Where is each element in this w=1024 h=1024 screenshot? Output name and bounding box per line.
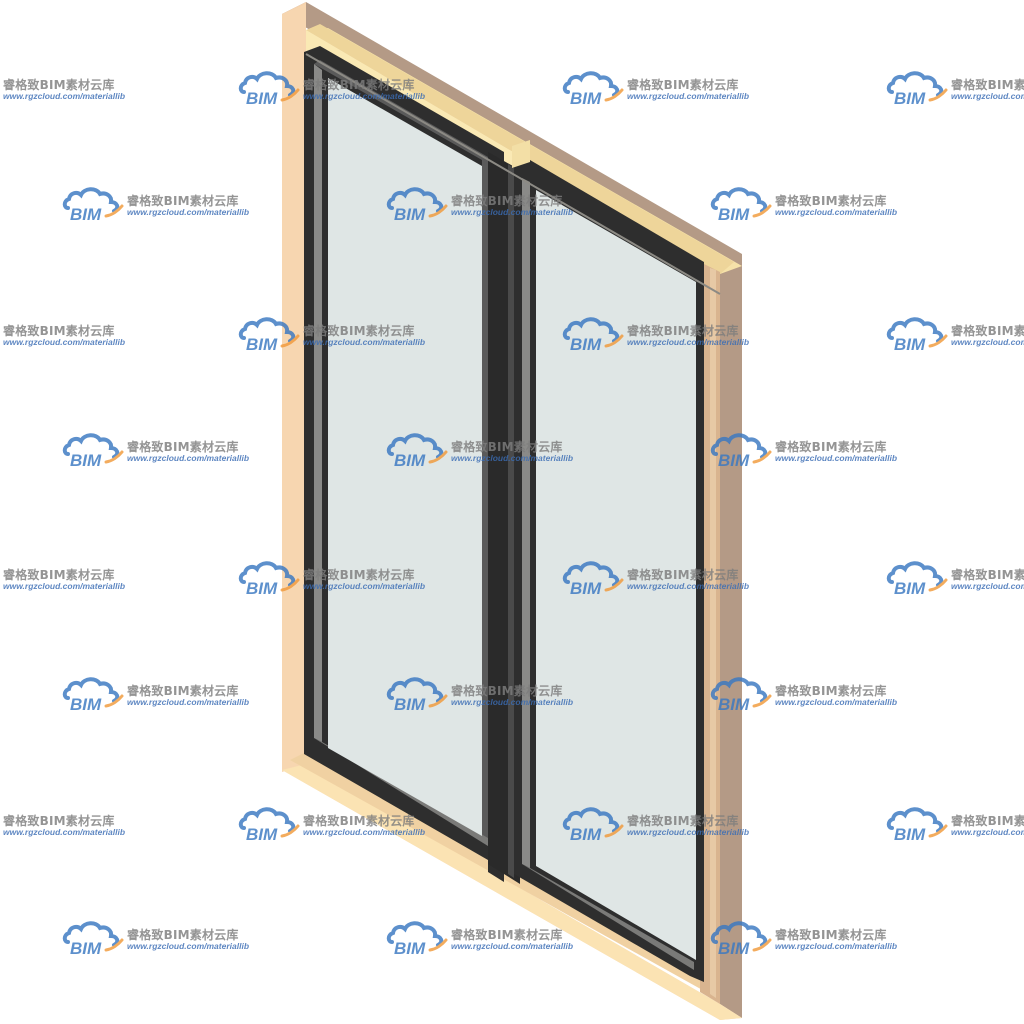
meeting-stile-cap	[512, 140, 530, 168]
right-sash-rebate-bottom	[522, 864, 694, 970]
left-sash-rebate-left	[314, 64, 322, 742]
right-sash-rebate-left	[522, 178, 530, 868]
meeting-stile-highlight	[508, 164, 514, 878]
right-glass-pane	[536, 190, 696, 960]
head-track-line	[305, 53, 721, 295]
left-sash-rebate-bottom	[314, 738, 488, 846]
frame-left-jamb	[282, 4, 306, 772]
frame-sill	[282, 764, 742, 1020]
frame-right-jamb-strip	[710, 268, 716, 998]
left-glass-pane	[328, 78, 482, 836]
